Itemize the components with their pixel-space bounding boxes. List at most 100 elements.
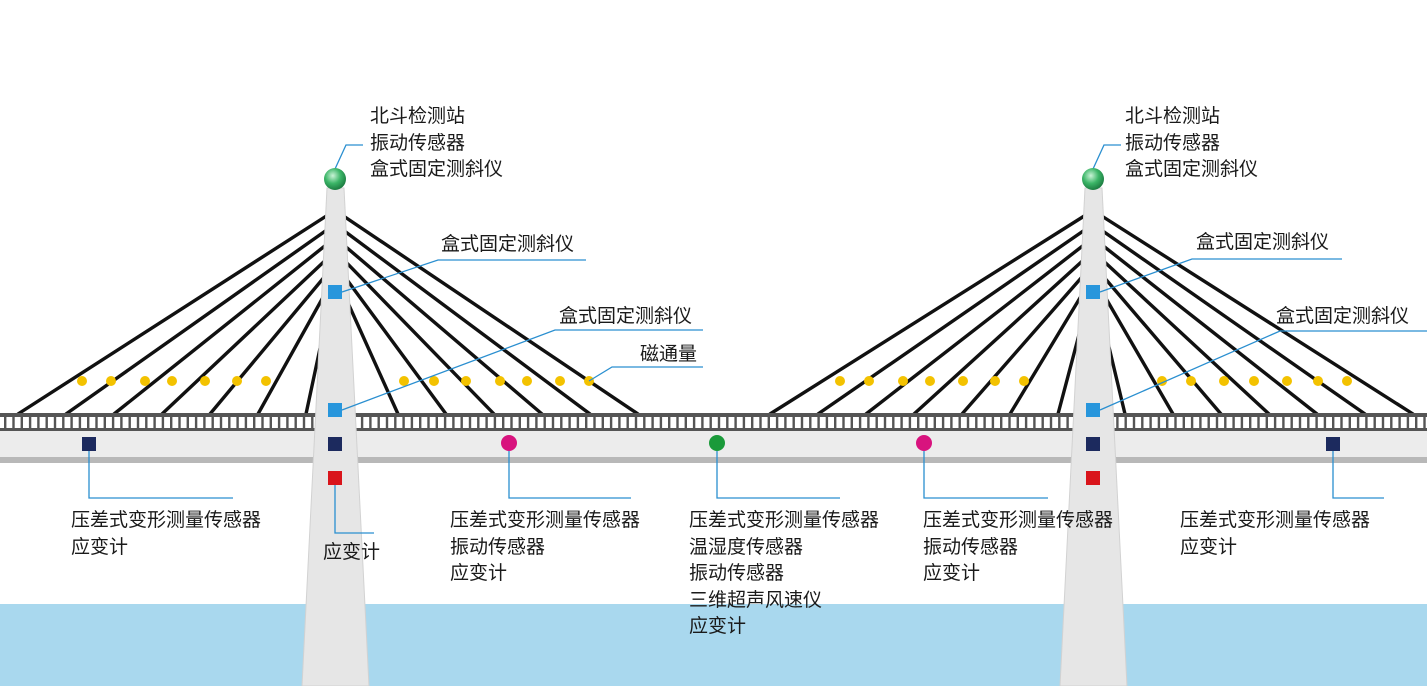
railing-post bbox=[12, 416, 15, 429]
railing-post bbox=[1323, 416, 1327, 429]
sensor-node-center bbox=[709, 435, 725, 451]
railing-post bbox=[518, 416, 521, 429]
magnetic-flux-dot bbox=[1019, 376, 1029, 386]
stay-cables bbox=[16, 211, 1415, 416]
magnetic-flux-dot bbox=[555, 376, 565, 386]
railing-post bbox=[751, 416, 754, 429]
railing-post bbox=[460, 416, 463, 429]
railing-post bbox=[28, 416, 32, 429]
magnetic-flux-dot bbox=[925, 376, 935, 386]
magnetic-flux-dot bbox=[106, 376, 116, 386]
railing-post bbox=[817, 416, 820, 429]
railing-post bbox=[825, 416, 829, 429]
magnetic-flux-dot bbox=[200, 376, 210, 386]
railing-post bbox=[62, 416, 65, 429]
railing-post bbox=[4, 416, 7, 429]
railing-post bbox=[369, 416, 372, 429]
railing-post bbox=[1415, 416, 1418, 429]
railing-post bbox=[950, 416, 953, 429]
label-tower-low-right: 盒式固定测斜仪 bbox=[1276, 305, 1410, 327]
railing-post bbox=[194, 416, 198, 429]
railing-post bbox=[360, 416, 364, 429]
railing-post bbox=[784, 416, 787, 429]
deck-top-edge bbox=[0, 428, 1427, 432]
stay-cable bbox=[256, 281, 333, 416]
stay-cable bbox=[1095, 253, 1271, 416]
railing-post bbox=[1282, 416, 1285, 429]
railing-post bbox=[1124, 416, 1127, 429]
railing-post bbox=[1066, 416, 1069, 429]
label-deck-right-mid: 压差式变形测量传感器 振动传感器 应变计 bbox=[923, 509, 1114, 584]
leader-line bbox=[923, 451, 1048, 499]
railing-post bbox=[842, 416, 845, 429]
railing-post bbox=[1024, 416, 1028, 429]
magnetic-flux-dot bbox=[1342, 376, 1352, 386]
railing-post bbox=[941, 416, 945, 429]
stay-cable bbox=[768, 211, 1091, 416]
label-tower-top-right: 北斗检测站 振动传感器 盒式固定测斜仪 bbox=[1125, 105, 1259, 180]
railing-post bbox=[1199, 416, 1202, 429]
railing-post bbox=[1365, 416, 1368, 429]
railing-post bbox=[1016, 416, 1019, 429]
railing-post bbox=[1298, 416, 1302, 429]
stay-cable bbox=[1095, 211, 1415, 416]
railing-post bbox=[543, 416, 546, 429]
railing-post bbox=[900, 416, 903, 429]
railing-post bbox=[526, 416, 530, 429]
railing-post bbox=[211, 416, 214, 429]
leader-line bbox=[716, 451, 840, 499]
magnetic-flux-dot bbox=[399, 376, 409, 386]
deformation-sensor-far-right bbox=[1326, 437, 1340, 451]
water bbox=[0, 604, 1427, 686]
magnetic-flux-dot bbox=[990, 376, 1000, 386]
railing-post bbox=[651, 416, 654, 429]
railing-post bbox=[1240, 416, 1244, 429]
magnetic-flux-dot bbox=[835, 376, 845, 386]
railing-post bbox=[609, 416, 613, 429]
stay-cable bbox=[864, 239, 1091, 416]
railing-post bbox=[37, 416, 40, 429]
railing-post bbox=[78, 416, 82, 429]
railing-post bbox=[286, 416, 289, 429]
railing-post bbox=[1423, 416, 1426, 429]
railing-post bbox=[70, 416, 73, 429]
leader-line bbox=[88, 451, 233, 499]
railing-post bbox=[103, 416, 106, 429]
magnetic-flux-sensors bbox=[77, 376, 1352, 386]
railing-post bbox=[809, 416, 812, 429]
railing-post bbox=[1232, 416, 1235, 429]
railing-post bbox=[178, 416, 181, 429]
railing-post bbox=[958, 416, 961, 429]
railing-post bbox=[734, 416, 737, 429]
stay-cable bbox=[1095, 281, 1175, 416]
strain-gauge-tower-left bbox=[328, 471, 342, 485]
railing-post bbox=[676, 416, 679, 429]
magnetic-flux-dot bbox=[461, 376, 471, 386]
railing-post bbox=[510, 416, 513, 429]
railing-post bbox=[277, 416, 281, 429]
railing-post bbox=[560, 416, 563, 429]
railing-post bbox=[1381, 416, 1385, 429]
railing-post bbox=[1215, 416, 1219, 429]
magnetic-flux-dot bbox=[1219, 376, 1229, 386]
railing-post bbox=[775, 416, 779, 429]
stay-cable bbox=[337, 253, 496, 416]
railing-post bbox=[767, 416, 770, 429]
railing-post bbox=[1182, 416, 1185, 429]
leader-line bbox=[588, 366, 703, 382]
railing-post bbox=[1033, 416, 1036, 429]
railing-post bbox=[477, 416, 480, 429]
railing-post bbox=[966, 416, 970, 429]
leader-line bbox=[508, 451, 631, 499]
railing-post bbox=[1340, 416, 1343, 429]
deck-underside bbox=[0, 457, 1427, 463]
railing-post bbox=[302, 416, 306, 429]
railing-post bbox=[161, 416, 165, 429]
railing-post bbox=[186, 416, 189, 429]
railing-post bbox=[485, 416, 488, 429]
gnss-station-right bbox=[1082, 168, 1104, 190]
railing-post bbox=[701, 416, 704, 429]
railing-post bbox=[659, 416, 663, 429]
deck-railing bbox=[0, 413, 1427, 429]
stay-cable bbox=[912, 253, 1091, 416]
